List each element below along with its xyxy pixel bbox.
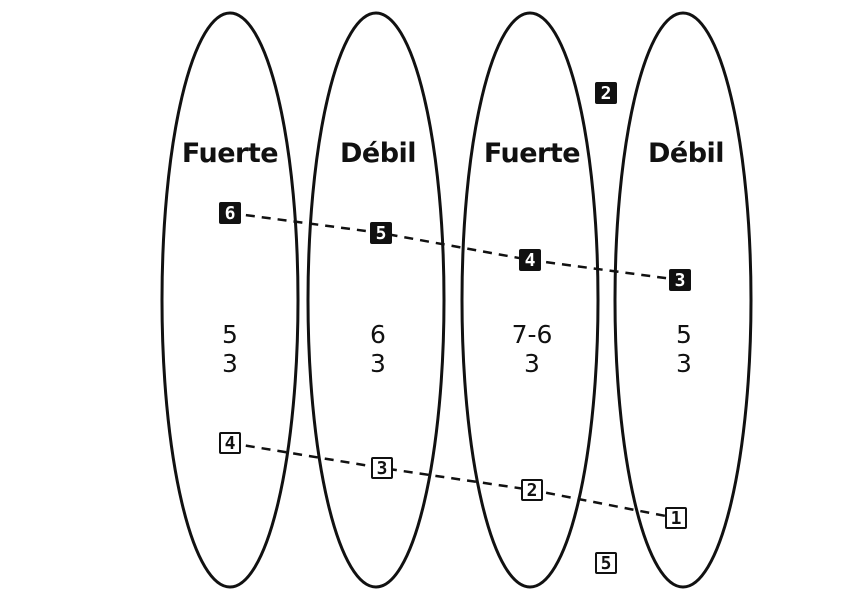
column-4-values: 5 3 [676,320,692,378]
light-marker-5: 5 [595,552,617,574]
column-3-value-1: 7-6 [511,320,553,349]
column-1-values: 5 3 [222,320,238,378]
column-2-values: 6 3 [370,320,386,378]
column-3-values: 7-6 3 [512,320,553,378]
column-4-label: Débil [647,138,725,169]
dark-marker-5: 5 [370,222,392,244]
column-ellipse-2 [306,11,446,589]
column-2-value-2: 3 [370,349,386,378]
column-ellipse-3 [460,11,600,589]
light-marker-3: 3 [371,457,393,479]
column-4-value-1: 5 [676,320,692,349]
light-marker-2: 2 [521,479,543,501]
column-4-value-2: 3 [676,349,692,378]
light-marker-1: 1 [665,507,687,529]
column-3-value-2: 3 [524,349,540,378]
column-1-label: Fuerte [181,138,279,169]
column-1-value-1: 5 [222,320,238,349]
dark-marker-4: 4 [519,249,541,271]
dark-marker-2: 2 [595,82,617,104]
column-2-value-1: 6 [370,320,386,349]
dark-marker-6: 6 [219,202,241,224]
dashed-connector-light [229,441,677,520]
dashed-connector-dark [229,211,681,282]
column-ellipse-4 [613,11,753,589]
column-ellipse-1 [160,11,300,589]
column-1-value-2: 3 [222,349,238,378]
column-2-label: Débil [339,138,417,169]
dark-marker-3: 3 [669,269,691,291]
light-marker-4: 4 [219,432,241,454]
column-3-label: Fuerte [483,138,581,169]
